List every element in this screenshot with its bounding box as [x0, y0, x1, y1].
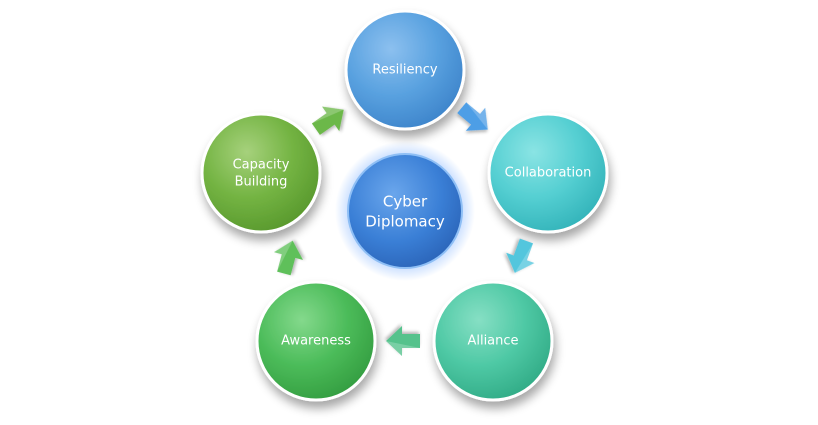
node-alliance: Alliance [432, 280, 554, 402]
arrow-collaboration-to-alliance [500, 235, 541, 279]
arrow-capacity-to-resiliency [307, 97, 353, 142]
node-collaboration: Collaboration [487, 112, 609, 234]
center-label-line1: Cyber [383, 193, 428, 211]
node-awareness: Awareness [255, 280, 377, 402]
arrow-alliance-to-awareness [386, 326, 420, 356]
node-resiliency: Resiliency [344, 9, 466, 131]
node-awareness-label: Awareness [281, 334, 351, 349]
node-capacity-building: Capacity Building [200, 112, 322, 234]
node-capacity-building-label-line1: Capacity [233, 158, 290, 173]
node-capacity-building-label-line2: Building [235, 175, 288, 190]
node-collaboration-label: Collaboration [505, 166, 592, 181]
center-label-line2: Diplomacy [365, 213, 445, 231]
node-alliance-label: Alliance [467, 334, 518, 349]
node-cyber-diplomacy: Cyber Diplomacy [335, 141, 475, 281]
arrow-resiliency-to-collaboration [452, 96, 498, 142]
arrow-awareness-to-capacity [269, 236, 308, 278]
node-resiliency-label: Resiliency [372, 63, 437, 78]
